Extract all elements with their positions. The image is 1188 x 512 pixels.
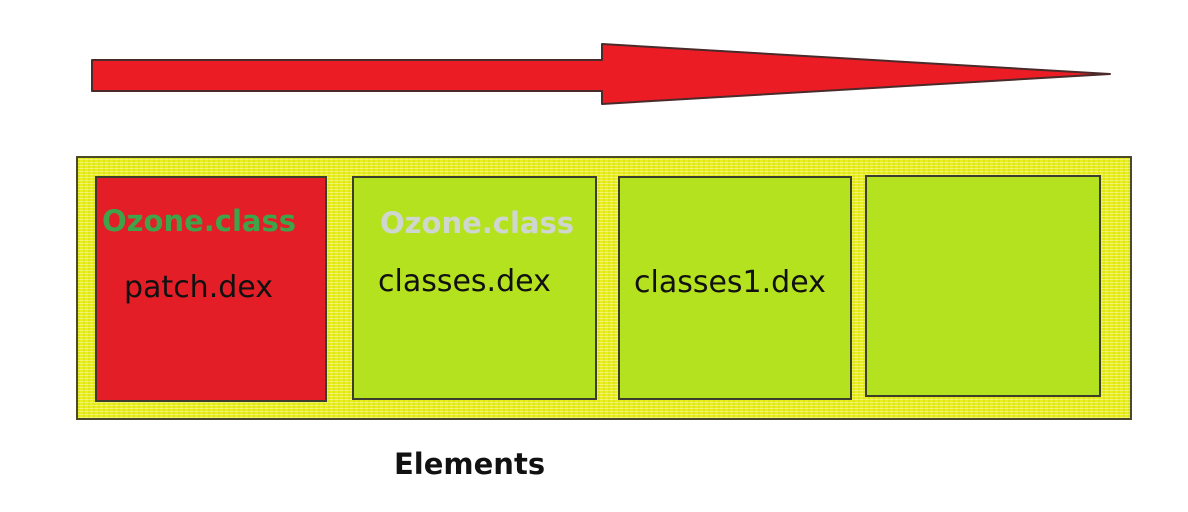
search-direction-arrow (91, 43, 1111, 105)
elements-caption: Elements (394, 447, 546, 481)
element-cell-patch (95, 176, 327, 402)
arrow-shape (91, 43, 1111, 105)
element-cell-empty (865, 175, 1101, 397)
element-cell-classes (352, 176, 597, 400)
ozone-class-label-found: Ozone.class (102, 204, 297, 238)
patch-dex-label: patch.dex (124, 270, 273, 305)
ozone-class-label-skipped: Ozone.class (380, 206, 575, 240)
classes1-dex-label: classes1.dex (634, 265, 826, 300)
element-cell-classes1 (618, 176, 852, 400)
classes-dex-label: classes.dex (378, 264, 551, 299)
